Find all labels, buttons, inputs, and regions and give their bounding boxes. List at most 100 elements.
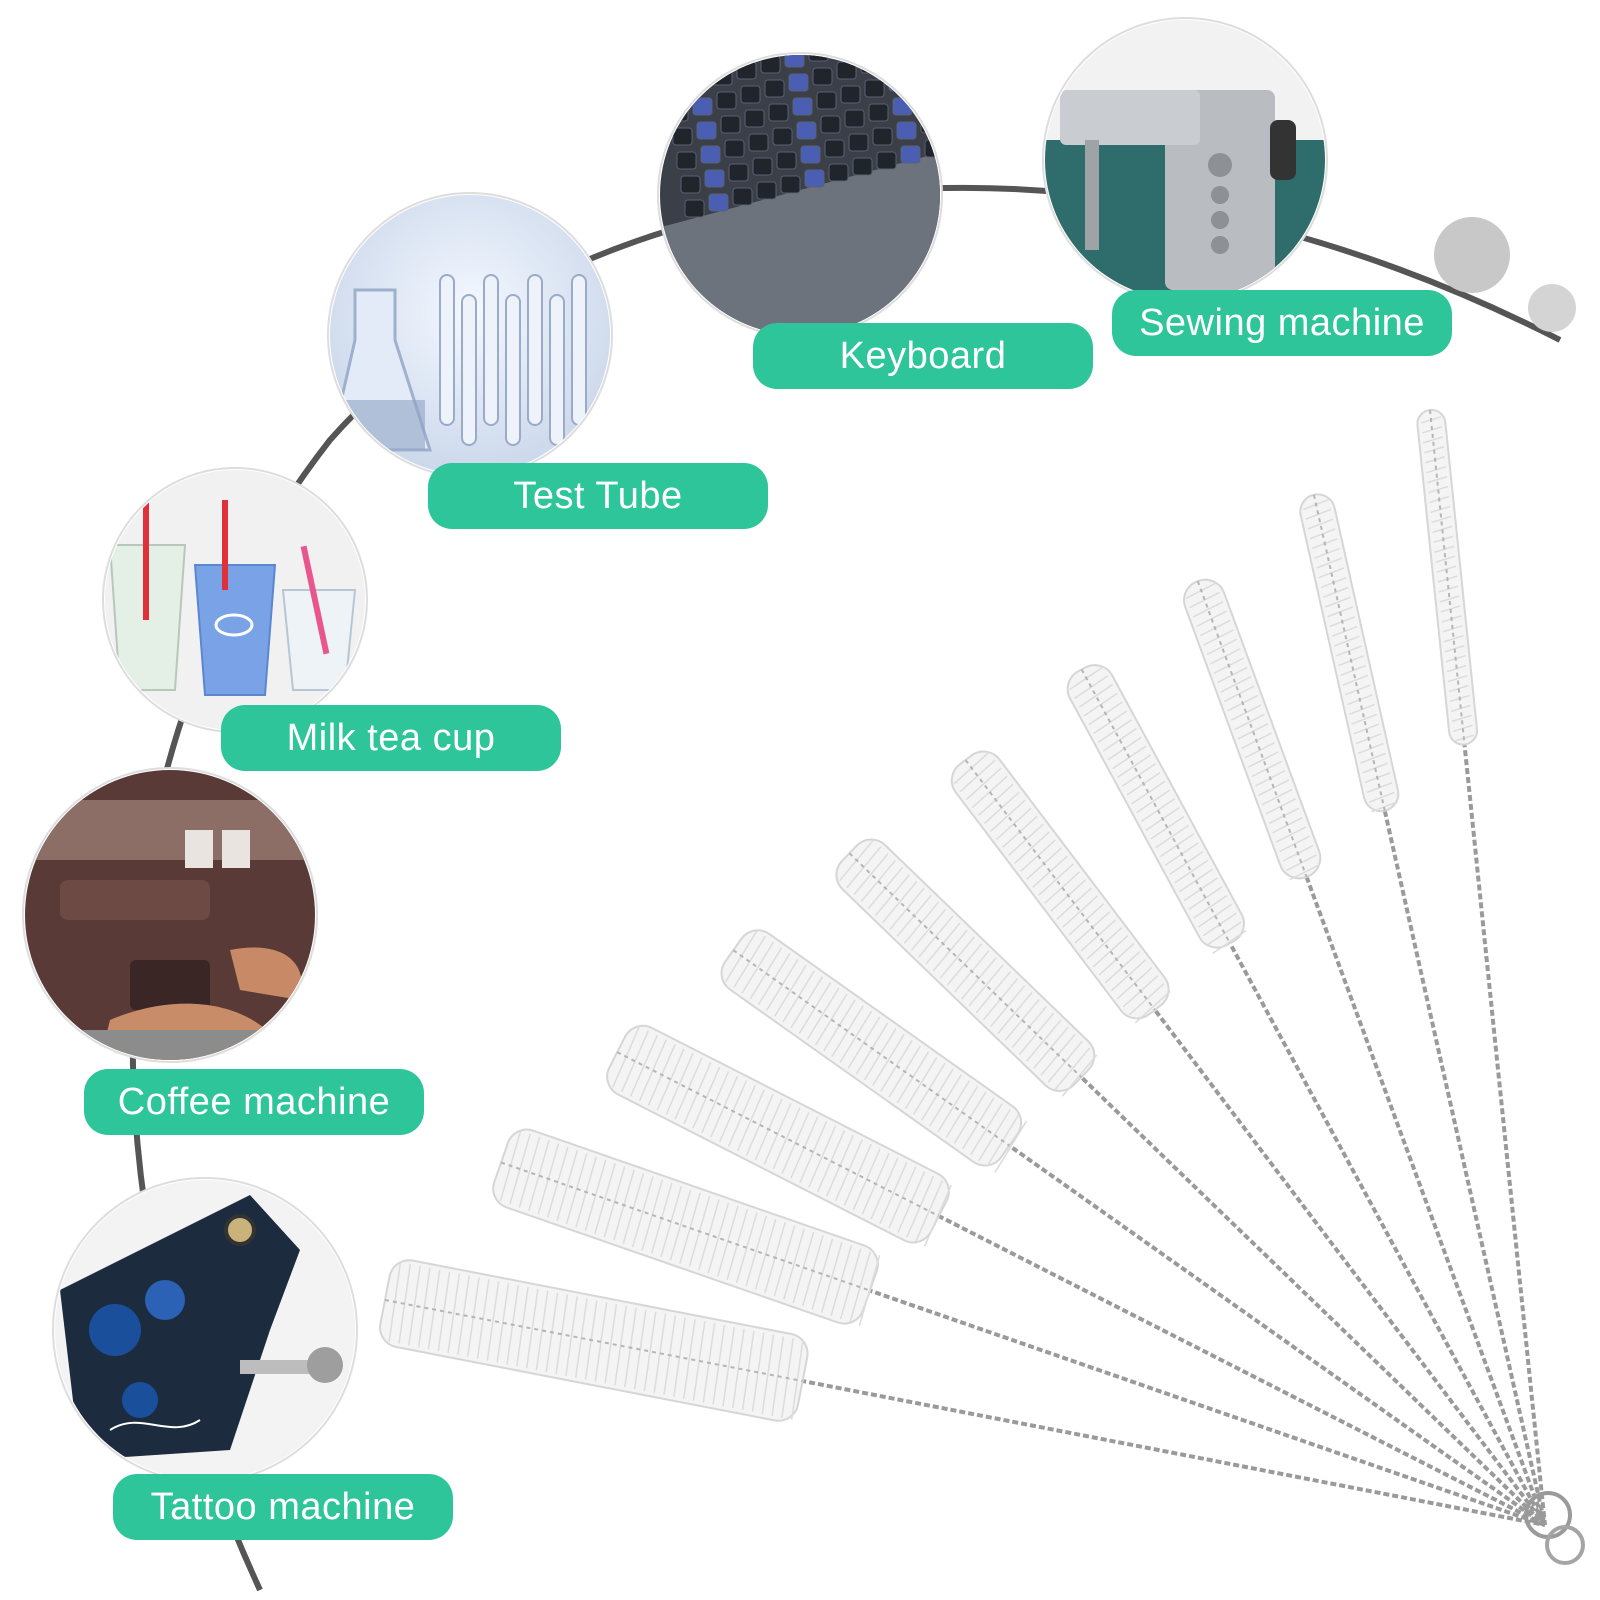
bristle-strand xyxy=(1134,990,1171,1024)
keyboard-key xyxy=(876,151,897,170)
bristle-strand xyxy=(1217,666,1248,684)
bristle-strand xyxy=(1131,780,1166,805)
coffee-machine-label: Coffee machine xyxy=(84,1069,424,1135)
bristle-strand xyxy=(1078,683,1114,708)
bristle-strand xyxy=(989,799,1026,833)
bristle-strand xyxy=(1189,591,1220,609)
keyboard-key xyxy=(708,193,729,212)
bristle-strand xyxy=(722,1326,735,1407)
keyboard-key xyxy=(884,55,905,68)
bristle-strand xyxy=(1423,436,1444,444)
keyboard-key xyxy=(852,157,873,176)
keyboard-key xyxy=(828,163,849,182)
bristle-strand xyxy=(1443,635,1464,643)
milk-tea-cup-photo xyxy=(102,467,368,733)
bristle-strand xyxy=(745,1215,768,1287)
keyboard-key xyxy=(752,157,773,176)
keyboard-key xyxy=(664,79,685,98)
bristle-strand xyxy=(457,1275,470,1355)
tattoo-machine-label: Tattoo machine xyxy=(113,1474,453,1540)
bristle-strand xyxy=(701,1071,730,1134)
bristle-strand xyxy=(1110,958,1147,992)
bristle-strand xyxy=(1220,676,1252,693)
bristle-strand xyxy=(745,1093,774,1156)
brush-wire xyxy=(848,851,1547,1527)
test-tube xyxy=(439,274,455,426)
bristle-strand xyxy=(1430,505,1451,514)
cleaning-brush xyxy=(1299,493,1547,1526)
brush-core xyxy=(732,949,1010,1147)
keyboard-key xyxy=(864,79,885,98)
bristle-strand xyxy=(1038,863,1075,896)
keyboard-key xyxy=(756,181,777,200)
bristle-strand xyxy=(1435,555,1456,563)
bristle-strand xyxy=(1342,674,1369,686)
bristle-strand xyxy=(1426,465,1447,474)
keyboard-key xyxy=(844,109,865,128)
brush-core xyxy=(1429,409,1466,745)
bristle-strand xyxy=(669,1189,692,1261)
bristle-strand xyxy=(1438,585,1459,593)
keyboard-key xyxy=(857,32,876,49)
bristle-strand xyxy=(528,1140,550,1212)
bristle-strand xyxy=(782,970,815,1023)
bristle-strand xyxy=(1432,525,1453,534)
bristle-strand xyxy=(808,1125,837,1188)
bristle-strand xyxy=(799,1121,828,1183)
keyboard-key xyxy=(780,175,801,194)
bristle-strand xyxy=(772,1107,801,1170)
bristle-strand xyxy=(692,1066,721,1129)
bristle-strand xyxy=(1116,754,1152,779)
brush-core xyxy=(1312,494,1386,811)
bristle-strand xyxy=(486,1281,500,1361)
bristle-strand xyxy=(447,1273,461,1354)
bristle-strand xyxy=(408,1265,421,1346)
bristle-strand xyxy=(1080,919,1117,952)
bristle-strand xyxy=(1316,557,1343,569)
bristle-strand xyxy=(929,1074,962,1127)
test-tube xyxy=(483,274,499,426)
keyboard-key xyxy=(776,151,797,170)
bristle-strand xyxy=(1451,714,1472,723)
cleaning-brush xyxy=(835,838,1547,1527)
bristle-strand xyxy=(673,1317,686,1397)
bristle-strand xyxy=(834,1139,863,1202)
bristle-strand xyxy=(712,1324,726,1405)
bristle-strand xyxy=(546,1146,569,1218)
keyboard-key xyxy=(812,67,833,86)
brush-wire xyxy=(1428,409,1547,1526)
bristle-strand xyxy=(903,901,940,944)
decor-dot-large xyxy=(1434,217,1510,293)
bristle-strand xyxy=(707,1202,730,1274)
bristle-strand xyxy=(1193,894,1228,919)
test-tube xyxy=(505,294,521,446)
bristle-strand xyxy=(1025,1019,1062,1062)
bristle-strand xyxy=(1155,824,1190,849)
bristle-strand xyxy=(1325,596,1351,608)
bristle-strand xyxy=(565,1153,588,1225)
bristle-strand xyxy=(1446,664,1467,673)
keyboard-key xyxy=(816,91,837,110)
bristle-strand xyxy=(643,1311,657,1392)
bristle-strand xyxy=(1431,515,1452,524)
bristle-strand xyxy=(994,1120,1028,1173)
bristle-strand xyxy=(1351,713,1378,725)
keyboard-key xyxy=(732,187,753,206)
test-tube-label: Test Tube xyxy=(428,463,768,529)
bristle-strand xyxy=(1159,833,1194,858)
sewing-machine-label: Sewing machine xyxy=(1112,290,1452,356)
bristle-strand xyxy=(969,1103,1003,1156)
cleaning-brush xyxy=(379,1259,1546,1527)
keyboard-key xyxy=(684,199,705,218)
bristle-strand xyxy=(847,1016,881,1069)
bristle-strand xyxy=(398,1264,412,1344)
keyboard-key xyxy=(868,103,889,122)
bristle-strand xyxy=(839,1010,873,1063)
bristle-strand xyxy=(961,1097,995,1150)
keyboard-photo xyxy=(657,32,943,338)
keyboard-key xyxy=(744,109,765,128)
bristle-strand xyxy=(1102,727,1137,752)
keyboard-key xyxy=(772,127,793,146)
bristle-strand xyxy=(1442,625,1463,633)
bristle-strand xyxy=(1136,789,1171,814)
